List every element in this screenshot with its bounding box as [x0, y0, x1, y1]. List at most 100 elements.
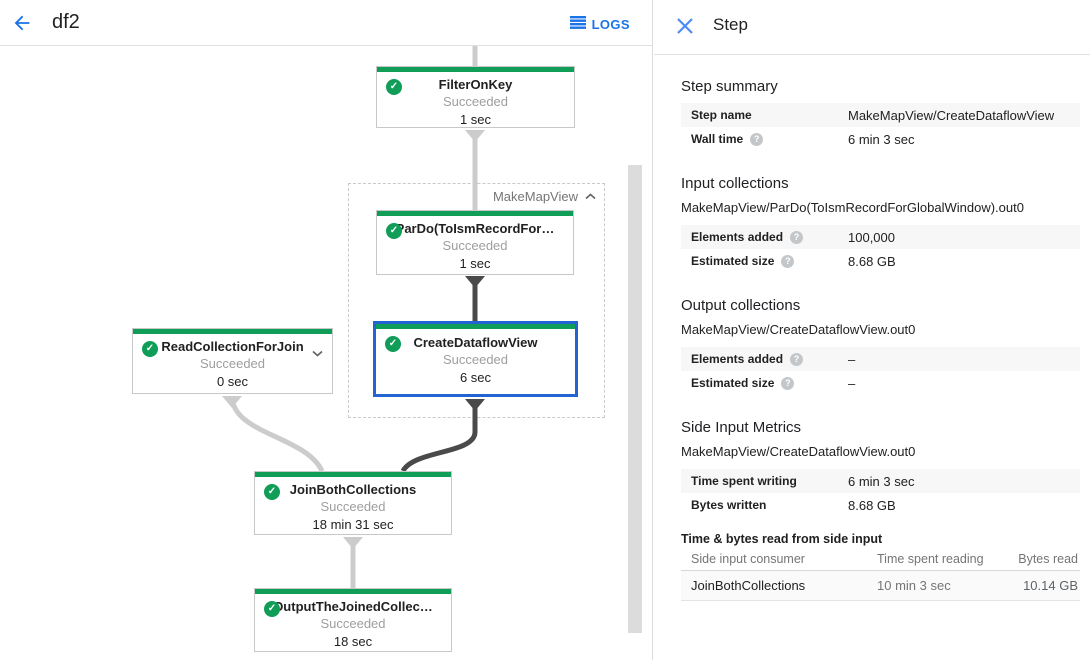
side-input-table-title: Time & bytes read from side input	[681, 532, 883, 546]
kv-row-elements-added: Elements added ? 100,000	[681, 225, 1080, 249]
step-panel-header: Step	[654, 0, 1090, 55]
kv-row-step-name: Step name MakeMapView/CreateDataflowView	[681, 103, 1080, 127]
kv-label-text: Estimated size	[691, 376, 775, 390]
kv-value-estimated-size-out: –	[848, 375, 856, 391]
scrollbar-thumb[interactable]	[628, 165, 642, 633]
step-node-joinbothcollections[interactable]: ✓ JoinBothCollections Succeeded 18 min 3…	[254, 471, 452, 535]
logs-label: LOGS	[591, 16, 630, 32]
kv-label-text: Step name	[691, 108, 752, 122]
makemapview-group-header[interactable]: MakeMapView	[493, 187, 596, 205]
kv-label-text: Wall time	[691, 132, 744, 146]
side-input-collection-name: MakeMapView/CreateDataflowView.out0	[681, 444, 916, 459]
kv-row-estimated-size: Estimated size ? 8.68 GB	[681, 249, 1080, 273]
kv-label-text: Elements added	[691, 352, 784, 366]
kv-value-estimated-size: 8.68 GB	[848, 253, 896, 269]
job-title: df2	[52, 11, 80, 33]
logs-button[interactable]: LOGS	[569, 14, 630, 34]
back-button[interactable]	[10, 12, 34, 36]
step-time: 1 sec	[459, 256, 491, 271]
success-check-icon: ✓	[385, 336, 401, 352]
cell-bytes-read: 10.14 GB	[1000, 570, 1080, 601]
step-name: ParDo(ToIsmRecordFor…	[395, 221, 555, 236]
step-name: JoinBothCollections	[289, 482, 417, 497]
kv-label-text: Bytes written	[691, 498, 767, 512]
step-node-createdataflowview-selected[interactable]: ✓ CreateDataflowView Succeeded 6 sec	[373, 321, 578, 397]
step-detail-panel: Step Step summary Step name MakeMapView/…	[654, 0, 1090, 660]
kv-value-elements-added-out: –	[848, 351, 856, 367]
status-bar	[255, 589, 451, 594]
side-input-table-header-row: Side input consumer Time spent reading B…	[681, 548, 1080, 571]
section-title-step-summary: Step summary	[681, 78, 778, 95]
col-bytes-read: Bytes read	[1000, 548, 1080, 571]
step-status: Succeeded	[442, 238, 508, 253]
input-collection-name: MakeMapView/ParDo(ToIsmRecordForGlobalWi…	[681, 200, 1024, 215]
step-node-pardo-toismrecord[interactable]: ✓ ParDo(ToIsmRecordFor… Succeeded 1 sec	[376, 210, 574, 275]
help-icon[interactable]: ?	[781, 254, 795, 268]
step-status: Succeeded	[320, 616, 386, 631]
step-name: OutputTheJoinedCollec…	[273, 599, 433, 614]
cell-time-reading: 10 min 3 sec	[877, 570, 1000, 601]
section-title-output-collections: Output collections	[681, 297, 801, 314]
step-panel-content: Step summary Step name MakeMapView/Creat…	[654, 78, 1090, 601]
side-input-table-row: JoinBothCollections 10 min 3 sec 10.14 G…	[681, 570, 1080, 601]
step-status: Succeeded	[199, 356, 266, 371]
step-name: FilterOnKey	[438, 77, 513, 92]
status-bar	[377, 211, 573, 216]
status-bar	[255, 472, 451, 477]
kv-label-text: Elements added	[691, 230, 784, 244]
section-title-input-collections: Input collections	[681, 175, 789, 192]
step-node-filteronkey[interactable]: ✓ FilterOnKey Succeeded 1 sec	[376, 66, 575, 128]
success-check-icon: ✓	[386, 79, 402, 95]
kv-row-bytes-written: Bytes written 8.68 GB	[681, 493, 1080, 517]
step-name: CreateDataflowView	[413, 335, 538, 350]
help-icon[interactable]: ?	[750, 132, 764, 146]
kv-row-elements-added-out: Elements added ? –	[681, 347, 1080, 371]
chevron-down-icon[interactable]	[312, 344, 323, 362]
step-time: 1 sec	[459, 112, 492, 127]
success-check-icon: ✓	[264, 484, 280, 500]
side-input-table: Side input consumer Time spent reading B…	[681, 548, 1080, 601]
col-side-input-consumer: Side input consumer	[681, 548, 877, 571]
chevron-up-icon	[585, 187, 596, 205]
close-icon	[676, 17, 694, 38]
kv-value-wall-time: 6 min 3 sec	[848, 131, 915, 147]
kv-row-wall-time: Wall time ? 6 min 3 sec	[681, 127, 1080, 151]
step-time: 18 min 31 sec	[312, 517, 394, 532]
kv-value-step-name: MakeMapView/CreateDataflowView	[848, 107, 1055, 123]
job-header: df2 LOGS	[0, 0, 652, 46]
step-time: 6 sec	[459, 370, 492, 385]
kv-label-text: Estimated size	[691, 254, 775, 268]
kv-row-estimated-size-out: Estimated size ? –	[681, 371, 1080, 395]
help-icon[interactable]: ?	[790, 230, 804, 244]
close-button[interactable]	[674, 16, 696, 38]
kv-label-text: Time spent writing	[691, 474, 797, 488]
status-bar	[376, 324, 575, 329]
kv-value-time-spent-writing: 6 min 3 sec	[848, 473, 915, 489]
success-check-icon: ✓	[142, 341, 158, 357]
help-icon[interactable]: ?	[781, 376, 795, 390]
step-node-outputthejoined[interactable]: ✓ OutputTheJoinedCollec… Succeeded 18 se…	[254, 588, 452, 652]
step-name: ReadCollectionForJoin	[161, 339, 304, 354]
status-bar	[377, 67, 574, 72]
status-bar	[133, 329, 332, 334]
step-status: Succeeded	[320, 499, 386, 514]
success-check-icon: ✓	[386, 223, 402, 239]
step-time: 0 sec	[216, 374, 249, 389]
success-check-icon: ✓	[264, 601, 280, 617]
step-time: 18 sec	[333, 634, 373, 649]
kv-row-time-spent-writing: Time spent writing 6 min 3 sec	[681, 469, 1080, 493]
logs-list-icon	[569, 16, 586, 32]
step-status: Succeeded	[442, 352, 509, 367]
step-status: Succeeded	[442, 94, 509, 109]
graph-canvas: MakeMapView	[0, 46, 652, 660]
kv-value-bytes-written: 8.68 GB	[848, 497, 896, 513]
job-graph-panel: df2 LOGS MakeMapView	[0, 0, 653, 660]
step-node-readcollectionforjoin[interactable]: ✓ ReadCollectionForJoin Succeeded 0 sec	[132, 328, 333, 394]
help-icon[interactable]: ?	[790, 352, 804, 366]
output-collection-name: MakeMapView/CreateDataflowView.out0	[681, 322, 916, 337]
group-label: MakeMapView	[492, 188, 578, 204]
section-title-side-input-metrics: Side Input Metrics	[681, 419, 802, 436]
col-time-spent-reading: Time spent reading	[877, 548, 1000, 571]
cell-consumer: JoinBothCollections	[681, 570, 877, 601]
